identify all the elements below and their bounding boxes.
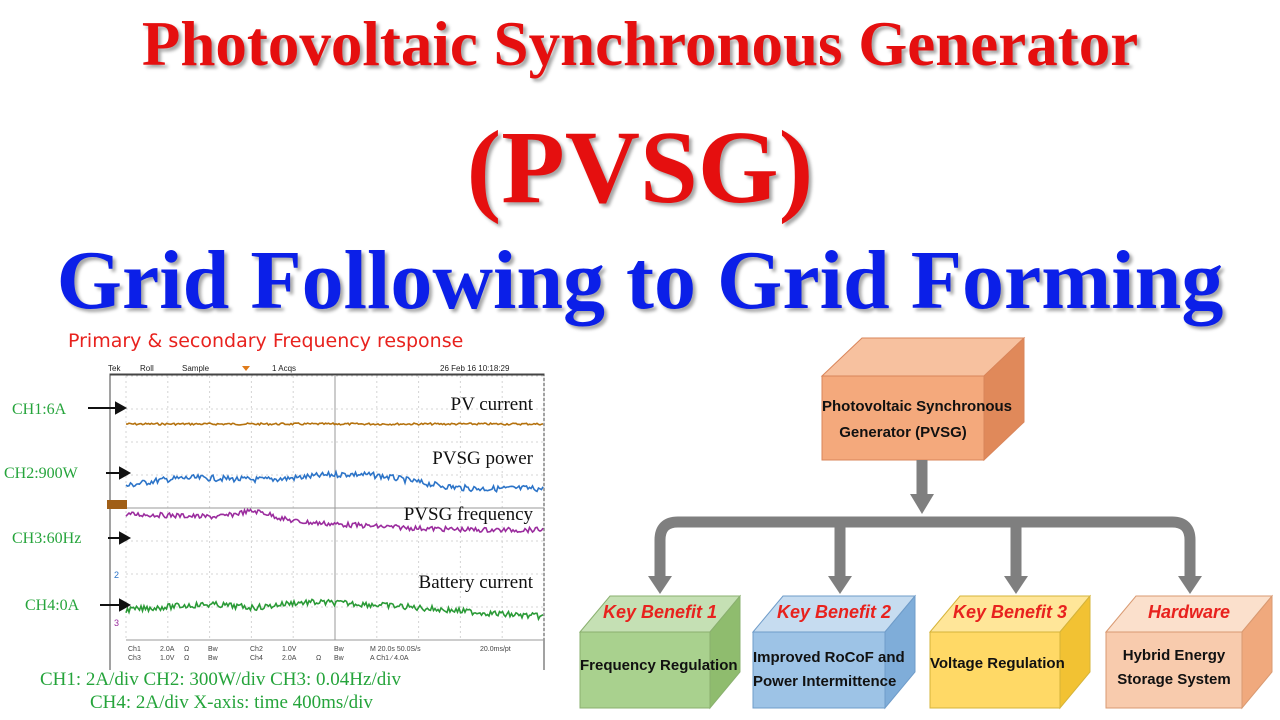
scope-footer-r2-1: 1.0V: [160, 655, 175, 662]
oscilloscope-panel: Tek Roll Sample 1 Acqs 26 Feb 16 10:18:2…: [4, 364, 545, 670]
arrow-heads: [648, 494, 1202, 594]
trace-label-2: PVSG power: [432, 448, 533, 469]
channel-arrow-head-2: [119, 466, 132, 480]
scope-footer-r2-0: Ch3: [128, 655, 141, 662]
top-box-line-2: Generator (PVSG): [839, 424, 967, 441]
trace-label-3: PVSG frequency: [404, 504, 534, 525]
benefit-box-4-front: [1105, 631, 1243, 709]
benefit-4-line-2: Storage System: [1117, 671, 1231, 688]
scope-footer-r2-3: Bw: [208, 655, 219, 662]
benefit-4-text: Hybrid Energy Storage System: [1106, 644, 1242, 692]
top-box: [820, 336, 1026, 462]
trunk-arrow-head-icon: [910, 494, 934, 514]
benefit-1-line-1: Frequency Regulation: [580, 657, 738, 674]
scope-footer-r1-3: Bw: [208, 646, 219, 653]
benefit-box-1-front: [579, 631, 711, 709]
benefit-box-2: [751, 594, 917, 710]
benefit-1-text: Frequency Regulation: [580, 654, 738, 678]
benefit-4-line-1: Hybrid Energy: [1122, 647, 1226, 664]
title-line-3: Grid Following to Grid Forming: [56, 234, 1224, 327]
channel-label-4: CH4:0A: [25, 597, 80, 614]
channel-arrow-head-3: [119, 531, 132, 545]
marker-3: 3: [114, 618, 119, 628]
branch-arrows: [654, 460, 1196, 578]
scope-footer-r2-5: 2.0A: [282, 655, 297, 662]
scope-footer-r1-1: 2.0A: [160, 646, 175, 653]
caption-line-1: CH1: 2A/div CH2: 300W/div CH3: 0.04Hz/di…: [40, 669, 401, 690]
scope-traces: [125, 422, 544, 622]
scope-footer-r2-4: Ch4: [250, 655, 263, 662]
benefit-1-title: Key Benefit 1: [602, 602, 718, 622]
scope-tek: Tek: [108, 364, 121, 373]
benefit-3-line-1: Voltage Regulation: [930, 655, 1065, 672]
trace-label-4: Battery current: [419, 572, 534, 593]
top-box-line-1: Photovoltaic Synchronous: [822, 398, 1013, 415]
marker-2: 2: [114, 570, 119, 580]
benefit-box-3-front: [929, 631, 1061, 709]
scope-footer-r2-6: Ω: [316, 655, 321, 662]
scope-footer-r1-7: M 20.0s 50.0S/s: [370, 646, 421, 653]
top-box-label: Photovoltaic Synchronous Generator (PVSG…: [822, 394, 1013, 446]
channel-arrow-head-1: [115, 401, 128, 415]
benefits-diagram: Photovoltaic Synchronous Generator (PVSG…: [560, 330, 1280, 720]
top-box-front-face: [821, 375, 985, 461]
benefit-3-title: Key Benefit 3: [952, 602, 1068, 622]
scope-footer-r1-5: 1.0V: [282, 646, 297, 653]
benefit-2-line-2: Power Intermittence: [753, 673, 897, 690]
benefit-2-title: Key Benefit 2: [776, 602, 892, 622]
benefit-4-title: Hardware: [1147, 602, 1231, 622]
response-title: Primary & secondary Frequency response: [68, 330, 464, 352]
channel-arrow-head-4: [119, 598, 132, 612]
scope-acqs: 1 Acqs: [272, 364, 296, 373]
channel-label-1: CH1:6A: [12, 401, 67, 418]
benefit-2-line-1: Improved RoCoF and: [753, 649, 905, 666]
trigger-marker-icon: [242, 366, 250, 371]
benefit-box-1: [578, 594, 742, 710]
benefit-3-text: Voltage Regulation: [930, 652, 1065, 676]
benefit-2-text: Improved RoCoF and Power Intermittence: [753, 646, 905, 694]
trace-label-1: PV current: [451, 394, 534, 415]
benefit-box-3: [928, 594, 1092, 710]
branch-bar: [654, 516, 1196, 578]
channel-label-2: CH2:900W: [4, 465, 79, 482]
trace-2: [125, 469, 544, 493]
channel-label-3: CH3:60Hz: [12, 530, 81, 547]
arrow-head-3-icon: [1004, 576, 1028, 594]
trace-4: [125, 598, 544, 622]
arrow-head-2-icon: [828, 576, 852, 594]
arrow-head-1-icon: [648, 576, 672, 594]
scope-footer-r2-8: A Ch1 ∕ 4.0A: [370, 655, 409, 662]
scope-footer: Ch1 2.0A Ω Bw Ch2 1.0V Bw M 20.0s 50.0S/s 20.0ms…: [128, 646, 511, 662]
scope-roll: Roll: [140, 364, 154, 373]
caption-line-2: CH4: 2A/div X-axis: time 400ms/div: [90, 692, 373, 713]
ch2-level-marker: [107, 500, 127, 509]
title-line-1: Photovoltaic Synchronous Generator: [141, 9, 1139, 79]
scope-footer-r2-2: Ω: [184, 655, 189, 662]
benefit-box-4: [1104, 594, 1274, 710]
trace-1: [125, 422, 544, 427]
scope-footer-r1-0: Ch1: [128, 646, 141, 653]
scope-footer-r1-6: Bw: [334, 646, 345, 653]
arrow-head-4-icon: [1178, 576, 1202, 594]
channel-arrows: [88, 401, 132, 612]
scope-footer-r2-7: Bw: [334, 655, 345, 662]
title-line-2: (PVSG): [466, 110, 814, 225]
scope-footer-r1-8: 20.0ms/pt: [480, 646, 511, 653]
scope-sample: Sample: [182, 364, 210, 373]
scope-date: 26 Feb 16 10:18:29: [440, 364, 510, 373]
trace-3: [125, 507, 544, 535]
channel-labels: CH1:6A CH2:900W CH3:60Hz CH4:0A: [4, 401, 81, 614]
scope-footer-r1-2: Ω: [184, 646, 189, 653]
scope-header: Tek Roll Sample 1 Acqs 26 Feb 16 10:18:2…: [108, 364, 510, 373]
scope-footer-r1-4: Ch2: [250, 646, 263, 653]
trace-labels: PV current PVSG power PVSG frequency Bat…: [404, 394, 534, 593]
benefit-box-2-front: [752, 631, 886, 709]
